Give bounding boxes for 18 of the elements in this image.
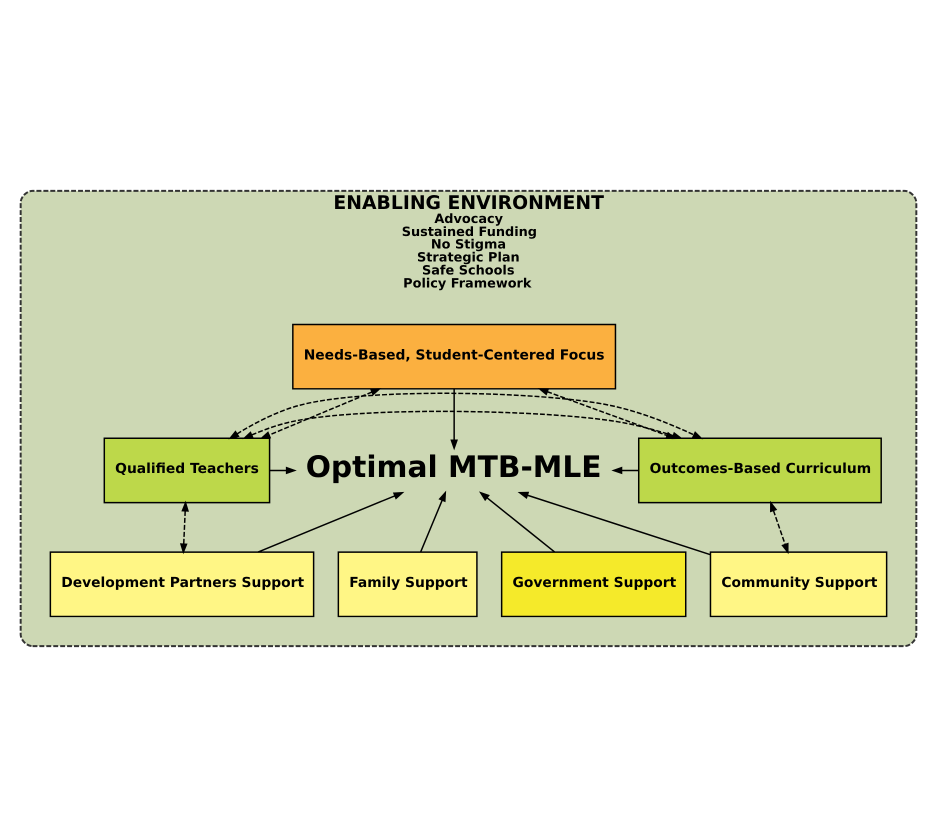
arrow xyxy=(478,490,556,552)
node-box: Community Support xyxy=(710,550,888,617)
arrow xyxy=(611,466,638,474)
node-box: Development Partners Support xyxy=(50,550,314,617)
arrow xyxy=(770,500,789,554)
node-box: Outcomes-Based Curriculum xyxy=(638,437,882,503)
arrow xyxy=(260,388,382,439)
arrow xyxy=(180,500,189,554)
arrow xyxy=(450,388,458,450)
arrow xyxy=(258,491,404,552)
node-box: Needs-Based, Student-Centered Focus xyxy=(292,323,616,390)
arrow xyxy=(270,466,297,474)
node-text: Optimal MTB-MLE xyxy=(306,449,602,484)
node-box: Qualified Teachers xyxy=(104,437,270,503)
node-box: Government Support xyxy=(500,550,686,617)
arrow xyxy=(518,491,711,555)
arrow xyxy=(420,490,446,552)
node-box: Family Support xyxy=(338,550,478,617)
